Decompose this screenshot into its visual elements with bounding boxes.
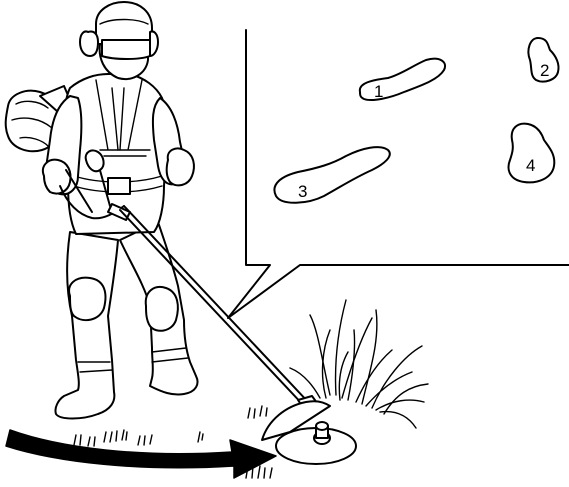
- footprint-label-4: 4: [526, 156, 535, 175]
- footprint-3: 3: [274, 147, 389, 203]
- footprint-label-3: 3: [298, 182, 307, 201]
- footprint-2: 2: [528, 38, 558, 82]
- footprint-label-2: 2: [540, 61, 549, 80]
- operator-figure: [6, 2, 198, 419]
- swing-arrow-icon: [6, 430, 276, 478]
- footprint-1: 1: [360, 59, 445, 101]
- footprint-4: 4: [509, 124, 555, 183]
- footprint-label-1: 1: [374, 82, 383, 101]
